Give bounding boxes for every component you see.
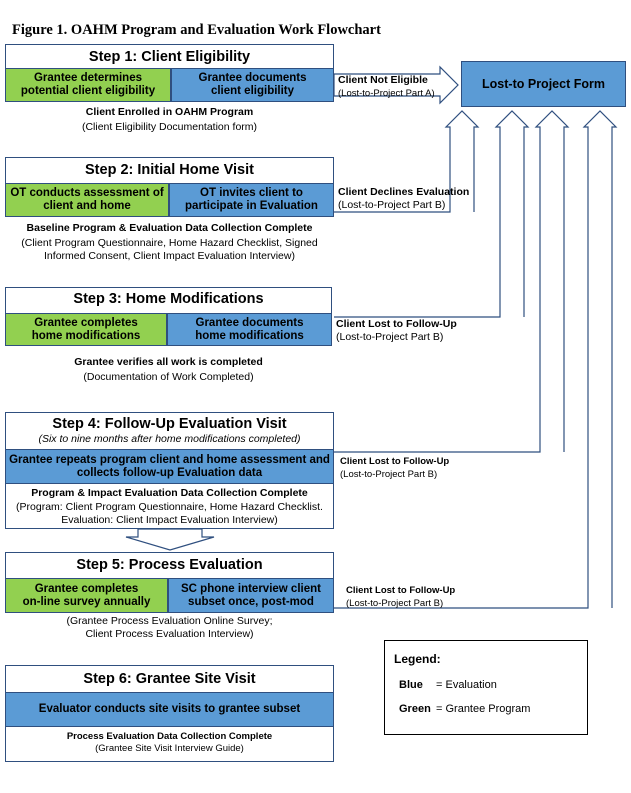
legend-blue-value: = Evaluation	[436, 679, 497, 691]
arrow-step5-to-form	[334, 110, 618, 609]
step4-title: Step 4: Follow-Up Evaluation Visit	[52, 416, 287, 432]
step3-blue-text-1: Grantee documents	[195, 316, 304, 329]
step3-note: Grantee verifies all work is completed (…	[5, 356, 332, 384]
step1-side-2: (Lost-to-Project Part A)	[338, 88, 435, 99]
step1-green-text-1: Grantee determines	[33, 72, 142, 84]
step2-blue-text-2: participate in Evaluation	[185, 200, 318, 212]
step1-note-2: (Client Eligibility Documentation form)	[81, 121, 258, 133]
step2-blue-text-1: OT invites client to	[200, 187, 303, 199]
step3-side-2: (Lost-to-Project Part B)	[336, 331, 444, 343]
step5-note-2: Client Process Evaluation Interview)	[85, 628, 254, 640]
step6-note-2: (Grantee Site Visit Interview Guide)	[95, 743, 244, 754]
legend-title: Legend:	[394, 652, 441, 666]
step1-side-1: Client Not Eligible	[338, 74, 428, 86]
step2-note-1: Baseline Program & Evaluation Data Colle…	[26, 222, 313, 234]
step2-title: Step 2: Initial Home Visit	[85, 162, 254, 178]
step5-side-1: Client Lost to Follow-Up	[346, 585, 456, 596]
step1-title: Step 1: Client Eligibility	[88, 49, 251, 65]
step2-note-3: Informed Consent, Client Impact Evaluati…	[44, 250, 295, 262]
step1-note: Client Enrolled in OAHM Program (Client …	[5, 106, 334, 134]
arrow-step1-to-form	[333, 65, 459, 105]
step6-blue-text-1: Evaluator conducts site visits to grante…	[38, 703, 301, 715]
step3-note-1: Grantee verifies all work is completed	[74, 356, 263, 368]
arrow-step3-to-form	[334, 110, 530, 318]
step3-blue-text-2: home modifications	[195, 329, 304, 342]
step4-note: Program & Impact Evaluation Data Collect…	[5, 487, 334, 527]
step3-green-text-2: home modifications	[31, 329, 141, 342]
step4-side-2: (Lost-to-Project Part B)	[340, 469, 438, 480]
legend-green-value: = Grantee Program	[436, 703, 531, 715]
step5-side-2: (Lost-to-Project Part B)	[346, 598, 444, 609]
step2-green-text-1: OT conducts assessment of	[10, 187, 164, 199]
step2-green-text-2: client and home	[43, 200, 131, 212]
step5-green-text-2: on-line survey annually	[22, 595, 151, 608]
step4-side-label: Client Lost to Follow-Up (Lost-to-Projec…	[340, 455, 449, 481]
step4-note-1: Program & Impact Evaluation Data Collect…	[31, 487, 308, 499]
step2-side-2: (Lost-to-Project Part B)	[338, 199, 446, 211]
step4-blue-cell: Grantee repeats program client and home …	[5, 449, 334, 484]
step5-blue-text-1: SC phone interview client	[181, 582, 321, 595]
legend-blue-key: Blue	[399, 679, 423, 691]
step4-blue-text-2: collects follow-up Evaluation data	[76, 466, 263, 479]
step6-note: Process Evaluation Data Collection Compl…	[5, 731, 334, 755]
step1-note-1: Client Enrolled in OAHM Program	[85, 106, 254, 118]
step3-side-1: Client Lost to Follow-Up	[336, 318, 457, 330]
step5-side-label: Client Lost to Follow-Up (Lost-to-Projec…	[346, 584, 455, 610]
down-arrow-step4-to-step5	[125, 528, 215, 551]
step4-note-3: Evaluation: Client Impact Evaluation Int…	[61, 514, 278, 526]
step2-side-label: Client Declines Evaluation (Lost-to-Proj…	[338, 186, 469, 212]
step3-side-label: Client Lost to Follow-Up (Lost-to-Projec…	[336, 318, 457, 344]
arrow-step2-to-form	[334, 110, 480, 213]
step2-note: Baseline Program & Evaluation Data Colle…	[5, 222, 334, 263]
step1-green-text-2: potential client eligibility	[20, 85, 156, 97]
step6-blue-cell: Evaluator conducts site visits to grante…	[5, 692, 334, 727]
legend-box: Legend: Blue = Evaluation Green = Grante…	[384, 640, 588, 735]
step1-blue-text-2: client eligibility	[210, 85, 295, 97]
arrow-step4-to-form	[334, 110, 570, 453]
step3-green-text-1: Grantee completes	[34, 316, 138, 329]
step1-side-label: Client Not Eligible (Lost-to-Project Par…	[338, 74, 435, 100]
step4-subtitle: (Six to nine months after home modificat…	[38, 433, 301, 445]
lost-to-project-form-label: Lost-to Project Form	[482, 76, 605, 91]
step6-title: Step 6: Grantee Site Visit	[83, 671, 256, 687]
step5-title: Step 5: Process Evaluation	[76, 557, 263, 573]
step1-blue-text-1: Grantee documents	[198, 72, 307, 84]
step4-note-2: (Program: Client Program Questionnaire, …	[16, 501, 323, 513]
step3-note-2: (Documentation of Work Completed)	[83, 371, 254, 383]
figure-title: Figure 1. OAHM Program and Evaluation Wo…	[12, 22, 381, 38]
step2-side-1: Client Declines Evaluation	[338, 186, 470, 198]
step3-title: Step 3: Home Modifications	[73, 291, 264, 307]
legend-green-key: Green	[399, 703, 431, 715]
step2-note-2: (Client Program Questionnaire, Home Haza…	[21, 237, 318, 249]
step5-blue-text-2: subset once, post-mod	[188, 595, 314, 608]
step6-note-1: Process Evaluation Data Collection Compl…	[66, 731, 273, 742]
step5-note: (Grantee Process Evaluation Online Surve…	[5, 615, 334, 641]
step5-green-text-1: Grantee completes	[34, 582, 139, 595]
step5-note-1: (Grantee Process Evaluation Online Surve…	[66, 615, 273, 627]
lost-to-project-form-box: Lost-to Project Form	[461, 61, 626, 107]
step4-blue-text-1: Grantee repeats program client and home …	[9, 453, 330, 466]
step4-side-1: Client Lost to Follow-Up	[340, 456, 450, 467]
